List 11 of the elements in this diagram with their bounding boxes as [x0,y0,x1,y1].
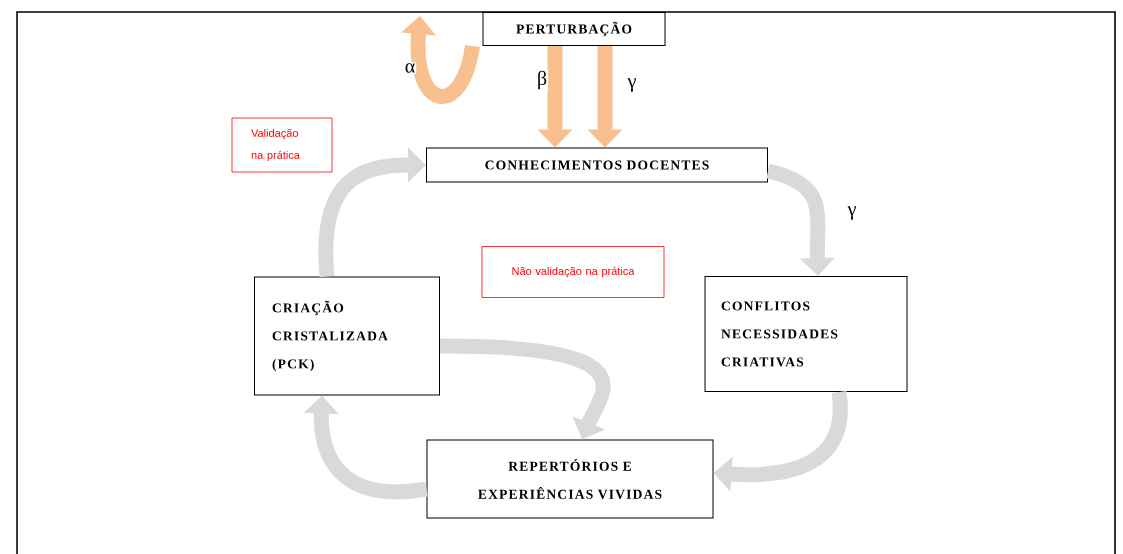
edge-label: α [403,62,417,74]
process-box: CONHECIMENTOS DOCENTES [426,147,768,183]
process-box: REPERTÓRIOS E EXPERIÊNCIAS VIVIDAS [426,439,714,519]
process-box: CRIAÇÃO CRISTALIZADA (PCK) [254,276,440,396]
edge-label: γ [626,77,638,93]
process-box: CONFLITOS NECESSIDADES CRIATIVAS [704,276,908,392]
edge-label: β [535,69,549,91]
note-box: Não validação na prática [481,246,665,298]
note-box: Validação na prática [231,117,333,173]
edge-label: γ [846,205,858,221]
process-box: PERTURBAÇÃO [482,12,666,46]
